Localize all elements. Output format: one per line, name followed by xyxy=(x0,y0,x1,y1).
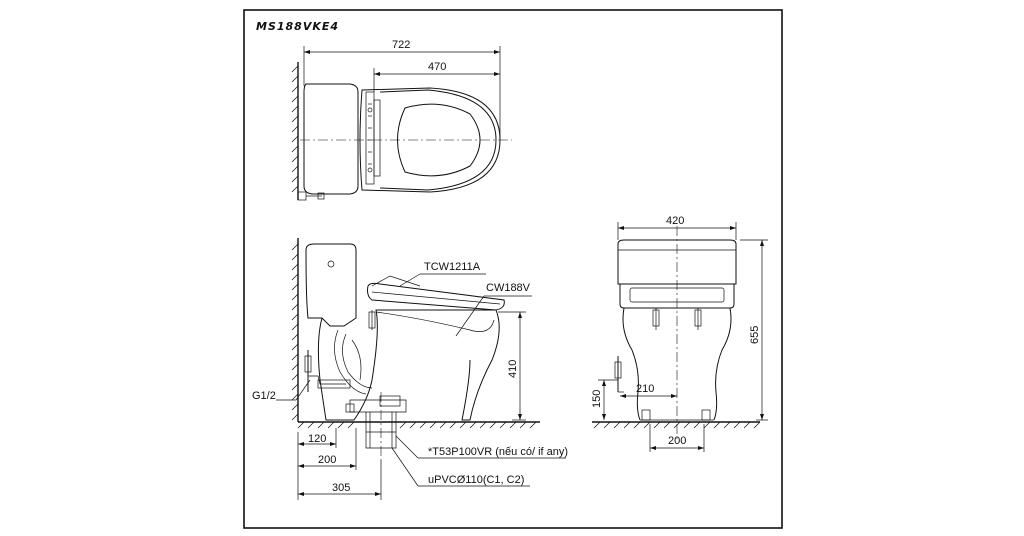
label-supply: G1/2 xyxy=(252,390,276,402)
label-pipe: uPVCØ110(C1, C2) xyxy=(428,474,524,486)
dim-front-base: 200 xyxy=(668,435,686,447)
top-view: 722 470 xyxy=(291,39,512,201)
dim-front-half: 210 xyxy=(636,383,654,395)
dim-top-total: 722 xyxy=(392,39,410,51)
dim-side-120: 120 xyxy=(308,433,326,445)
label-bowl-model: CW188V xyxy=(486,282,531,294)
model-code: MS188VKE4 xyxy=(256,20,339,33)
dim-side-305: 305 xyxy=(332,482,350,494)
label-flange: *T53P100VR (nếu có/ if any) xyxy=(428,446,568,458)
dim-front-width: 420 xyxy=(666,215,684,227)
dim-top-seat: 470 xyxy=(428,61,446,73)
dim-front-supply-height: 150 xyxy=(591,390,603,408)
dim-front-height: 655 xyxy=(749,326,761,344)
front-view: 420 655 210 150 200 xyxy=(591,215,768,452)
dim-side-200: 200 xyxy=(318,454,336,466)
side-view: TCW1211A CW188V G1/2 *T53P100VR (nếu có/… xyxy=(252,238,568,500)
dim-side-seat-height: 410 xyxy=(507,360,519,378)
label-seat-model: TCW1211A xyxy=(424,261,481,273)
drawing-frame xyxy=(243,9,783,529)
